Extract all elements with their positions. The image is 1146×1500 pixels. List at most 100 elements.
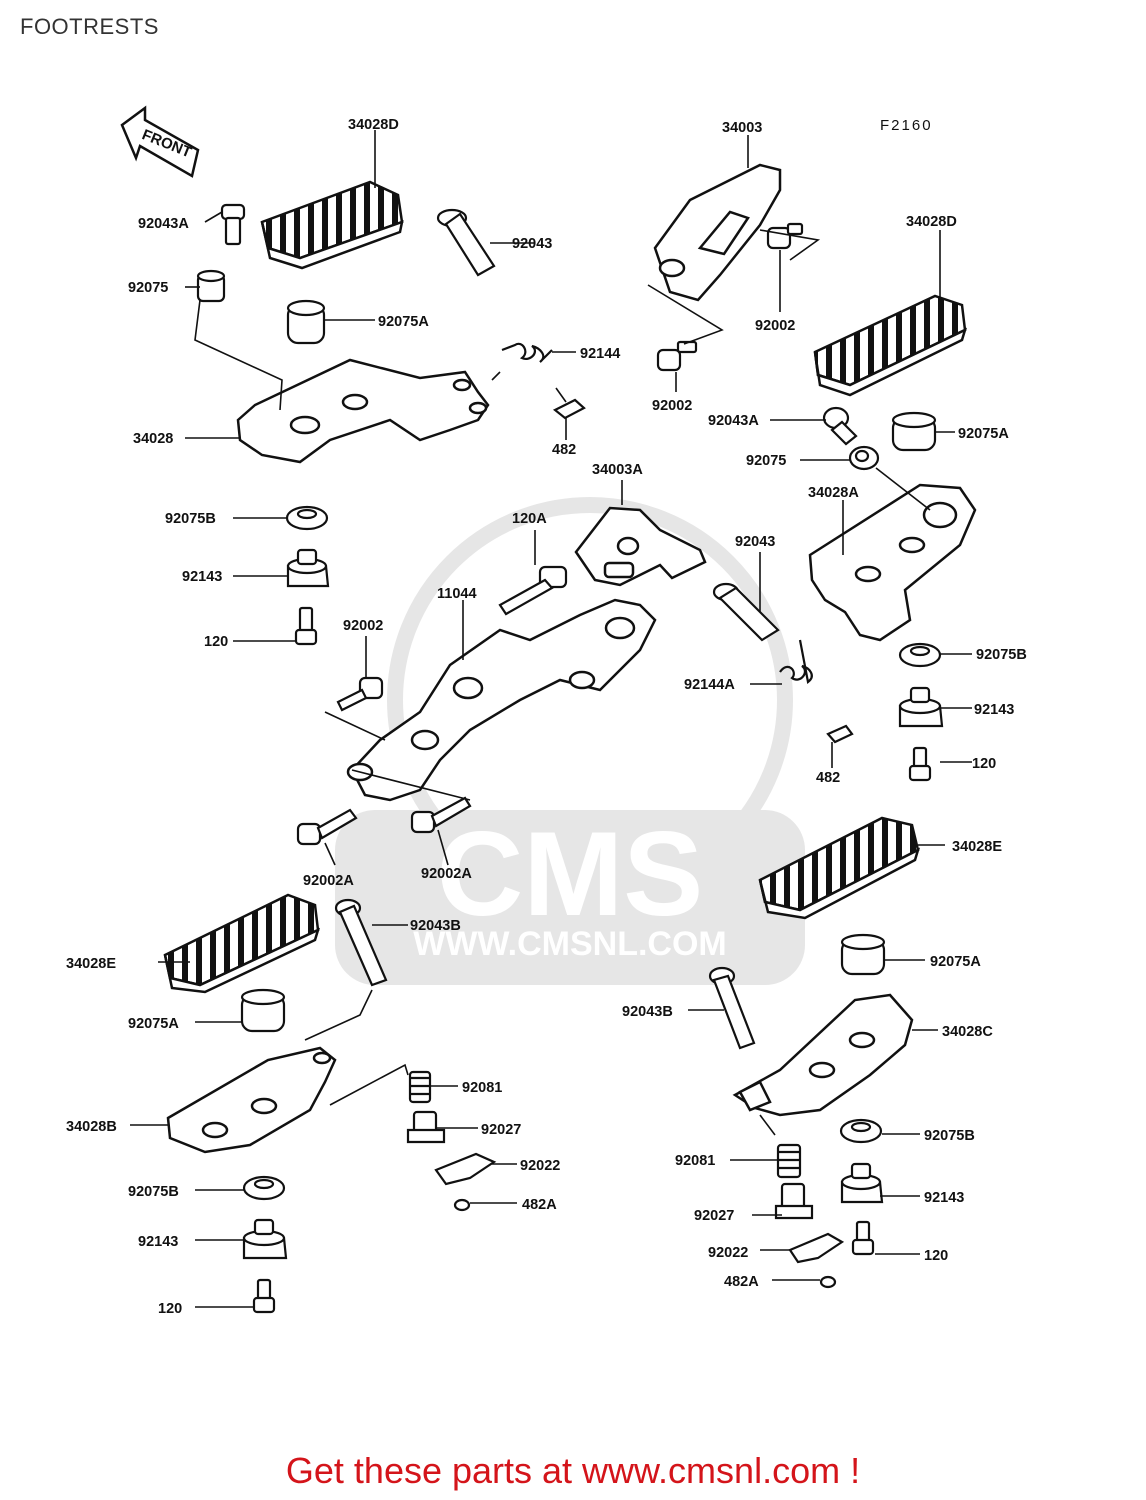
label-92075a-lr: 92075A (930, 954, 981, 970)
label-34028e-r: 34028E (952, 839, 1002, 855)
cap-92143-lr (840, 1162, 884, 1204)
grommet-92075a-lr (840, 933, 886, 976)
pivot-bolt-92043a-r (822, 406, 858, 446)
footrest-bracket-34028a (808, 483, 977, 642)
pin-92043b-right (708, 966, 756, 1050)
front-arrow: FRONT (120, 105, 200, 178)
label-92143-ll: 92143 (138, 1234, 178, 1250)
label-92043a-r: 92043A (708, 413, 759, 429)
label-120-tl: 120 (204, 634, 228, 650)
label-92002-tr: 92002 (755, 318, 795, 334)
frame-11044 (346, 598, 657, 802)
label-120-lr: 120 (924, 1248, 948, 1264)
bracket-34003a (574, 506, 707, 587)
label-34028e-l: 34028E (66, 956, 116, 972)
footrest-bracket-34003 (653, 163, 782, 302)
footer-cta-link[interactable]: Get these parts at www.cmsnl.com ! (285, 1450, 861, 1491)
footrest-rubber-top-left (260, 180, 404, 270)
label-92043b-r: 92043B (622, 1004, 673, 1020)
label-34003a: 34003A (592, 462, 643, 478)
label-92081-l: 92081 (462, 1080, 502, 1096)
label-482a-r: 482A (724, 1274, 759, 1290)
label-92075a-ll: 92075A (128, 1016, 179, 1032)
label-92043-tl: 92043 (512, 236, 552, 252)
label-92043-mid: 92043 (735, 534, 775, 550)
label-34003: 34003 (722, 120, 762, 136)
washer-92075b-lr (839, 1118, 883, 1144)
footrest-bracket-34028 (236, 358, 490, 464)
bolt-120-lr (851, 1220, 875, 1256)
label-92002a-r: 92002A (421, 866, 472, 882)
label-92081-r: 92081 (675, 1153, 715, 1169)
label-120a: 120A (512, 511, 547, 527)
label-92143-tl: 92143 (182, 569, 222, 585)
footrest-bracket-34028b (166, 1046, 337, 1154)
label-11044: 11044 (437, 586, 477, 602)
label-92144: 92144 (580, 346, 620, 362)
cap-92143-tl (286, 548, 330, 588)
washer-92075b-r (898, 642, 942, 668)
plate-92022-right (788, 1232, 845, 1264)
label-92002a-l: 92002A (303, 873, 354, 889)
cap-92143-r (898, 686, 944, 728)
footrest-bracket-34028c (732, 993, 914, 1117)
label-92043b-l: 92043B (410, 918, 461, 934)
bolt-120-ll (252, 1278, 276, 1314)
spring-92081-right (776, 1143, 802, 1179)
grommet-92075a-tl (286, 299, 326, 345)
bolt-92002a-right (410, 796, 472, 834)
leader-lines (130, 130, 972, 1308)
label-92002-center: 92002 (343, 618, 383, 634)
label-92075-r: 92075 (746, 453, 786, 469)
label-92144a: 92144A (684, 677, 735, 693)
collar-92075 (196, 269, 226, 303)
spring-92144 (501, 342, 553, 363)
pin-92043-mid (712, 582, 780, 642)
label-92075b-lr: 92075B (924, 1128, 975, 1144)
label-92075b-ll: 92075B (128, 1184, 179, 1200)
grommet-92075a-ll (240, 988, 286, 1033)
pin-92043b-left (334, 898, 388, 987)
collar-92075-r (848, 445, 880, 471)
detent-92027-right (774, 1182, 814, 1220)
bolt-120a (498, 565, 568, 616)
footrest-rubber-lower-right (758, 816, 921, 920)
detent-92027-left (406, 1110, 446, 1144)
exploded-parts-diagram: CMS WWW.CMSNL.COM FRONT F2160 (66, 105, 1027, 1317)
label-92022-l: 92022 (520, 1158, 560, 1174)
bolt-92002-center (336, 676, 384, 712)
footrest-rubber-top-right (813, 294, 968, 397)
label-120-r: 120 (972, 756, 996, 772)
watermark-url: WWW.CMSNL.COM (413, 925, 727, 963)
label-92027-l: 92027 (481, 1122, 521, 1138)
plate-92022-left (434, 1152, 497, 1186)
label-92075a-tl: 92075A (378, 314, 429, 330)
label-34028b: 34028B (66, 1119, 117, 1135)
clip-482-mid (826, 724, 854, 744)
spring-92144a (779, 639, 813, 684)
label-92075-tl: 92075 (128, 280, 168, 296)
label-92075a-tr: 92075A (958, 426, 1009, 442)
watermark-brand: CMS (437, 807, 704, 941)
label-482-mid: 482 (816, 770, 840, 786)
pivot-bolt-92043a (220, 203, 246, 246)
label-34028d-tl: 34028D (348, 117, 399, 133)
label-482a-l: 482A (522, 1197, 557, 1213)
watermark-badge (335, 810, 805, 985)
part-labels: 34028D 34003 92043A 92043 92075 92075A 9… (66, 117, 1027, 1317)
page-title: FOOTRESTS (20, 14, 159, 39)
label-120-ll: 120 (158, 1301, 182, 1317)
washer-92075b-tl (285, 505, 329, 531)
figure-code: F2160 (880, 117, 933, 134)
label-92043a-tl: 92043A (138, 216, 189, 232)
label-34028d-tr: 34028D (906, 214, 957, 230)
label-92022-r: 92022 (708, 1245, 748, 1261)
label-34028a: 34028A (808, 485, 859, 501)
label-92143-r: 92143 (974, 702, 1014, 718)
label-92075b-r: 92075B (976, 647, 1027, 663)
clip-482a-right (819, 1275, 837, 1289)
grommet-92075a-tr (891, 411, 937, 452)
clip-482a-left (453, 1198, 471, 1212)
label-92075b-tl: 92075B (165, 511, 216, 527)
